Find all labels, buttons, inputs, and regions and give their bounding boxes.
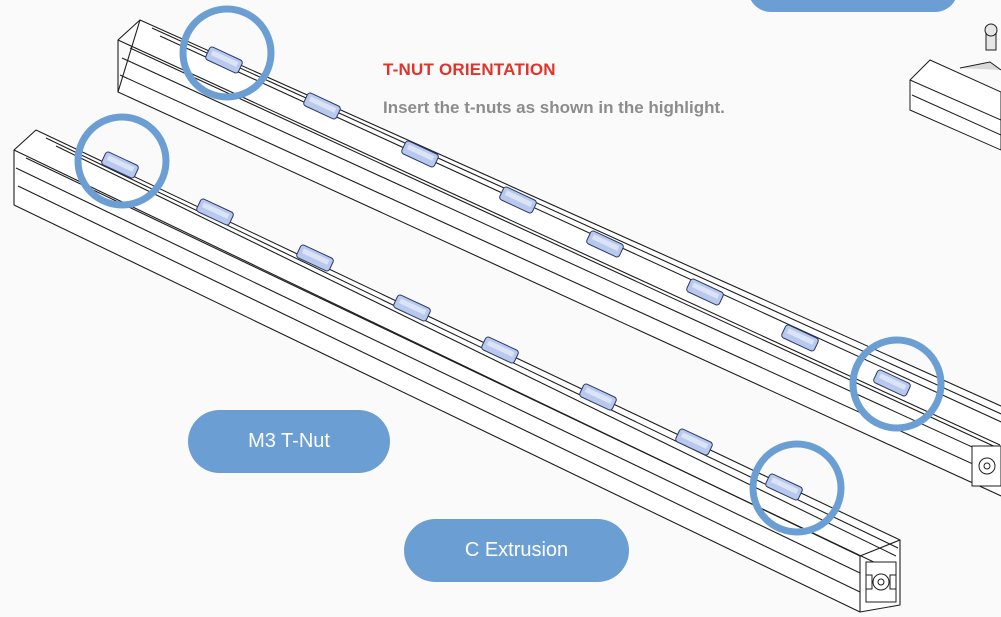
tnut-label-pill: M3 T-Nut xyxy=(188,410,390,473)
highlight-circle-icon xyxy=(749,440,845,536)
t-nut-icon xyxy=(675,428,713,456)
partial-assembly-preview xyxy=(909,23,1001,151)
orientation-instruction: Insert the t-nuts as shown in the highli… xyxy=(383,98,725,117)
t-nut-icon xyxy=(765,473,803,501)
tnut-label: M3 T-Nut xyxy=(248,430,330,452)
tnut-row-front xyxy=(101,151,803,501)
highlight-circles xyxy=(74,5,945,536)
t-nut-icon xyxy=(303,92,341,120)
extrusion-end-profile-back xyxy=(971,445,1001,487)
t-nut-icon xyxy=(781,324,819,352)
t-nut-icon xyxy=(579,383,617,411)
t-nut-icon xyxy=(686,278,724,306)
t-nut-icon xyxy=(393,294,431,322)
highlight-circle-icon xyxy=(849,336,945,432)
t-nut-icon xyxy=(205,46,243,74)
top-callout-pill xyxy=(748,0,958,12)
extrusion-label: C Extrusion xyxy=(464,539,569,561)
t-nut-icon xyxy=(873,369,911,397)
extrusion-end-profile xyxy=(865,561,897,603)
t-nut-icon xyxy=(101,151,139,179)
highlight-circle-icon xyxy=(74,113,170,209)
t-nut-icon xyxy=(296,244,334,272)
tnut-row-back xyxy=(205,46,911,397)
t-nut-icon xyxy=(196,198,234,226)
extrusion-label-pill: C Extrusion xyxy=(404,519,629,582)
highlight-circle-icon xyxy=(179,5,275,101)
t-nut-icon xyxy=(586,230,624,258)
orientation-title: T-NUT ORIENTATION xyxy=(383,60,556,79)
t-nut-icon xyxy=(481,336,519,364)
t-nut-icon xyxy=(499,186,537,214)
t-nut-icon xyxy=(401,140,439,168)
